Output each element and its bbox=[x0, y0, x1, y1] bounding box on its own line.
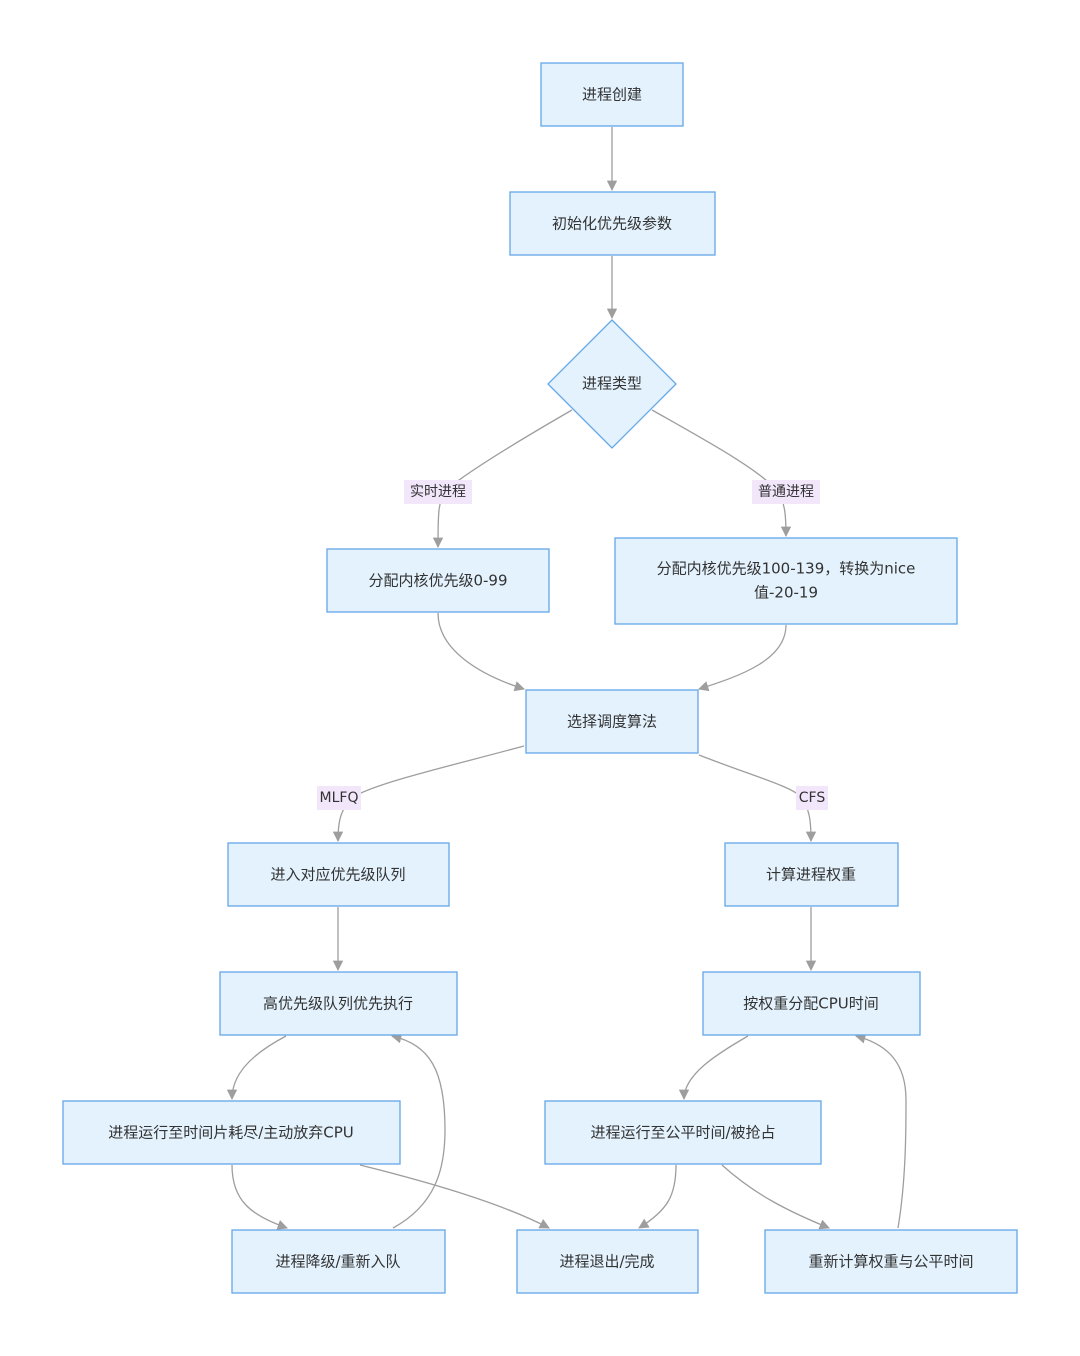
edge-runfair-exit bbox=[638, 1164, 677, 1229]
edge-select-cfs bbox=[698, 754, 817, 843]
node-init-priority: 初始化优先级参数 bbox=[509, 191, 716, 256]
node-process-exit: 进程退出/完成 bbox=[516, 1229, 699, 1294]
node-process-type-decision: 进程类型 bbox=[547, 319, 677, 449]
edge-label-cfs: CFS bbox=[796, 786, 828, 810]
edge-label-realtime: 实时进程 bbox=[404, 480, 472, 504]
svg-text:进程降级/重新入队: 进程降级/重新入队 bbox=[275, 1253, 400, 1271]
node-process-create: 进程创建 bbox=[540, 62, 684, 127]
svg-text:普通进程: 普通进程 bbox=[758, 484, 814, 500]
edge-select-mlfq bbox=[332, 745, 525, 843]
node-calc-weight: 计算进程权重 bbox=[724, 842, 899, 907]
edge-demote-high bbox=[390, 1033, 446, 1229]
node-realtime-priority: 分配内核优先级0-99 bbox=[326, 548, 550, 613]
node-enter-queue: 进入对应优先级队列 bbox=[227, 842, 450, 907]
svg-text:进程运行至公平时间/被抢占: 进程运行至公平时间/被抢占 bbox=[590, 1124, 775, 1142]
edge-label-mlfq: MLFQ bbox=[317, 786, 361, 810]
svg-text:分配内核优先级100-139，转换为nice: 分配内核优先级100-139，转换为nice bbox=[657, 560, 916, 578]
node-high-priority-first: 高优先级队列优先执行 bbox=[219, 971, 458, 1036]
svg-text:分配内核优先级0-99: 分配内核优先级0-99 bbox=[368, 572, 507, 590]
svg-text:MLFQ: MLFQ bbox=[320, 790, 359, 806]
svg-text:实时进程: 实时进程 bbox=[410, 484, 466, 500]
edge-runslice-demote bbox=[231, 1164, 288, 1230]
svg-text:初始化优先级参数: 初始化优先级参数 bbox=[552, 215, 672, 233]
node-demote-requeue: 进程降级/重新入队 bbox=[231, 1229, 446, 1294]
svg-text:CFS: CFS bbox=[799, 790, 826, 806]
edge-runfair-recalc bbox=[721, 1164, 830, 1230]
node-select-algorithm: 选择调度算法 bbox=[525, 689, 699, 754]
edge-high-runslice bbox=[226, 1035, 287, 1101]
svg-text:高优先级队列优先执行: 高优先级队列优先执行 bbox=[263, 995, 413, 1013]
node-recalc-weight: 重新计算权重与公平时间 bbox=[764, 1229, 1018, 1294]
node-run-time-slice: 进程运行至时间片耗尽/主动放弃CPU bbox=[62, 1100, 401, 1165]
svg-text:计算进程权重: 计算进程权重 bbox=[766, 866, 856, 884]
svg-text:进入对应优先级队列: 进入对应优先级队列 bbox=[270, 866, 405, 884]
edge-rt-select bbox=[437, 612, 525, 692]
svg-text:按权重分配CPU时间: 按权重分配CPU时间 bbox=[743, 995, 879, 1013]
svg-text:重新计算权重与公平时间: 重新计算权重与公平时间 bbox=[808, 1253, 973, 1271]
edge-label-normal: 普通进程 bbox=[752, 480, 820, 504]
svg-text:进程退出/完成: 进程退出/完成 bbox=[559, 1253, 654, 1271]
edge-runslice-exit bbox=[359, 1164, 550, 1229]
edge-type-normal bbox=[651, 409, 792, 538]
svg-text:进程创建: 进程创建 bbox=[582, 86, 642, 104]
edge-normal-select bbox=[698, 624, 787, 692]
edge-type-realtime bbox=[432, 409, 573, 549]
svg-text:选择调度算法: 选择调度算法 bbox=[567, 713, 657, 731]
node-alloc-cpu-time: 按权重分配CPU时间 bbox=[702, 971, 921, 1036]
node-normal-priority: 分配内核优先级100-139，转换为nice 值-20-19 bbox=[614, 537, 958, 625]
svg-text:进程运行至时间片耗尽/主动放弃CPU: 进程运行至时间片耗尽/主动放弃CPU bbox=[108, 1124, 354, 1142]
svg-text:进程类型: 进程类型 bbox=[582, 375, 642, 393]
svg-text:值-20-19: 值-20-19 bbox=[754, 584, 818, 602]
edge-recalc-alloc bbox=[854, 1033, 907, 1229]
node-run-fair-time: 进程运行至公平时间/被抢占 bbox=[544, 1100, 822, 1165]
edge-alloc-runfair bbox=[678, 1035, 749, 1101]
